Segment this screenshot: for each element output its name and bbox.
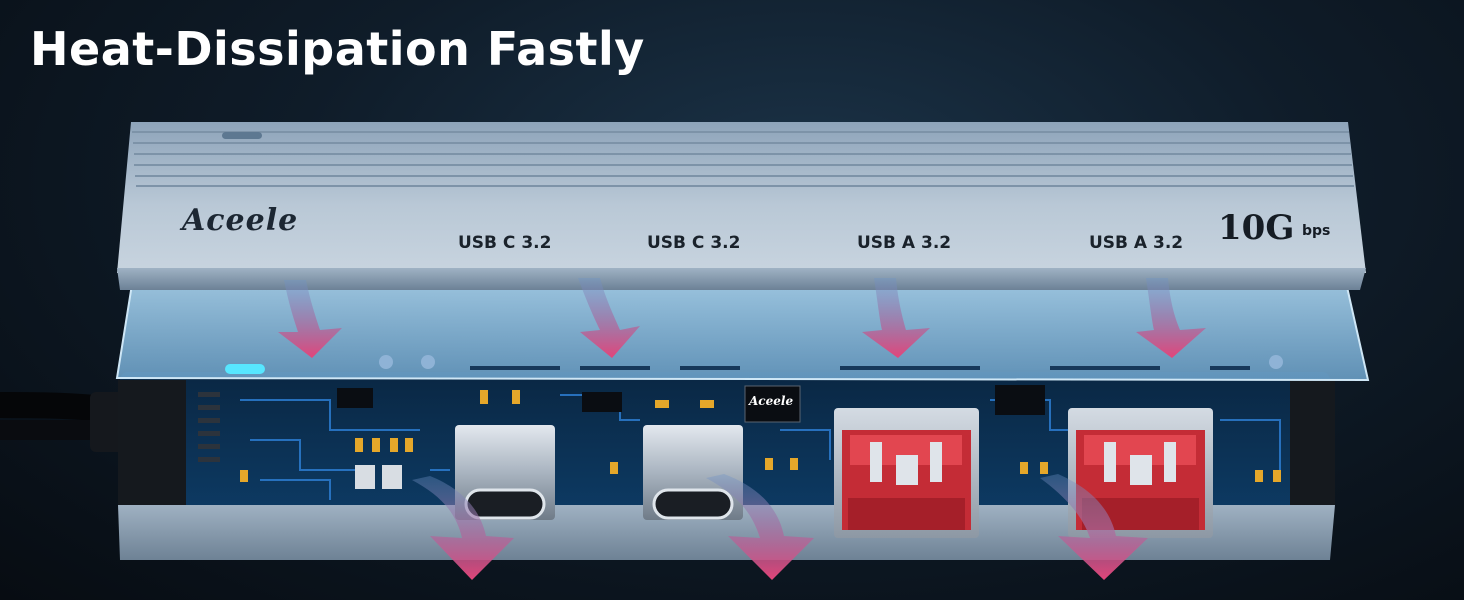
usb-a-port-2 [1068, 408, 1213, 538]
port-label-usb-c-1: USB C 3.2 [458, 233, 552, 253]
brand-logo: Aceele [182, 203, 299, 238]
chip-label: Aceele [749, 394, 794, 408]
led-indicator [225, 364, 265, 374]
usb-c-port-2 [643, 425, 743, 520]
port-label-usb-c-2: USB C 3.2 [647, 233, 741, 253]
port-label-usb-a-1: USB A 3.2 [857, 233, 952, 253]
usb-a-port-1 [834, 408, 979, 538]
port-label-usb-a-2: USB A 3.2 [1089, 233, 1184, 253]
headline: Heat-Dissipation Fastly [30, 22, 645, 76]
speed-value: 10G [1218, 208, 1295, 248]
usb-cable-icon [0, 392, 126, 452]
heat-flow-arrow-icon [278, 278, 1206, 580]
aluminum-lid [117, 122, 1366, 290]
usb-c-port-1 [455, 425, 555, 520]
speed-unit: bps [1302, 223, 1331, 239]
